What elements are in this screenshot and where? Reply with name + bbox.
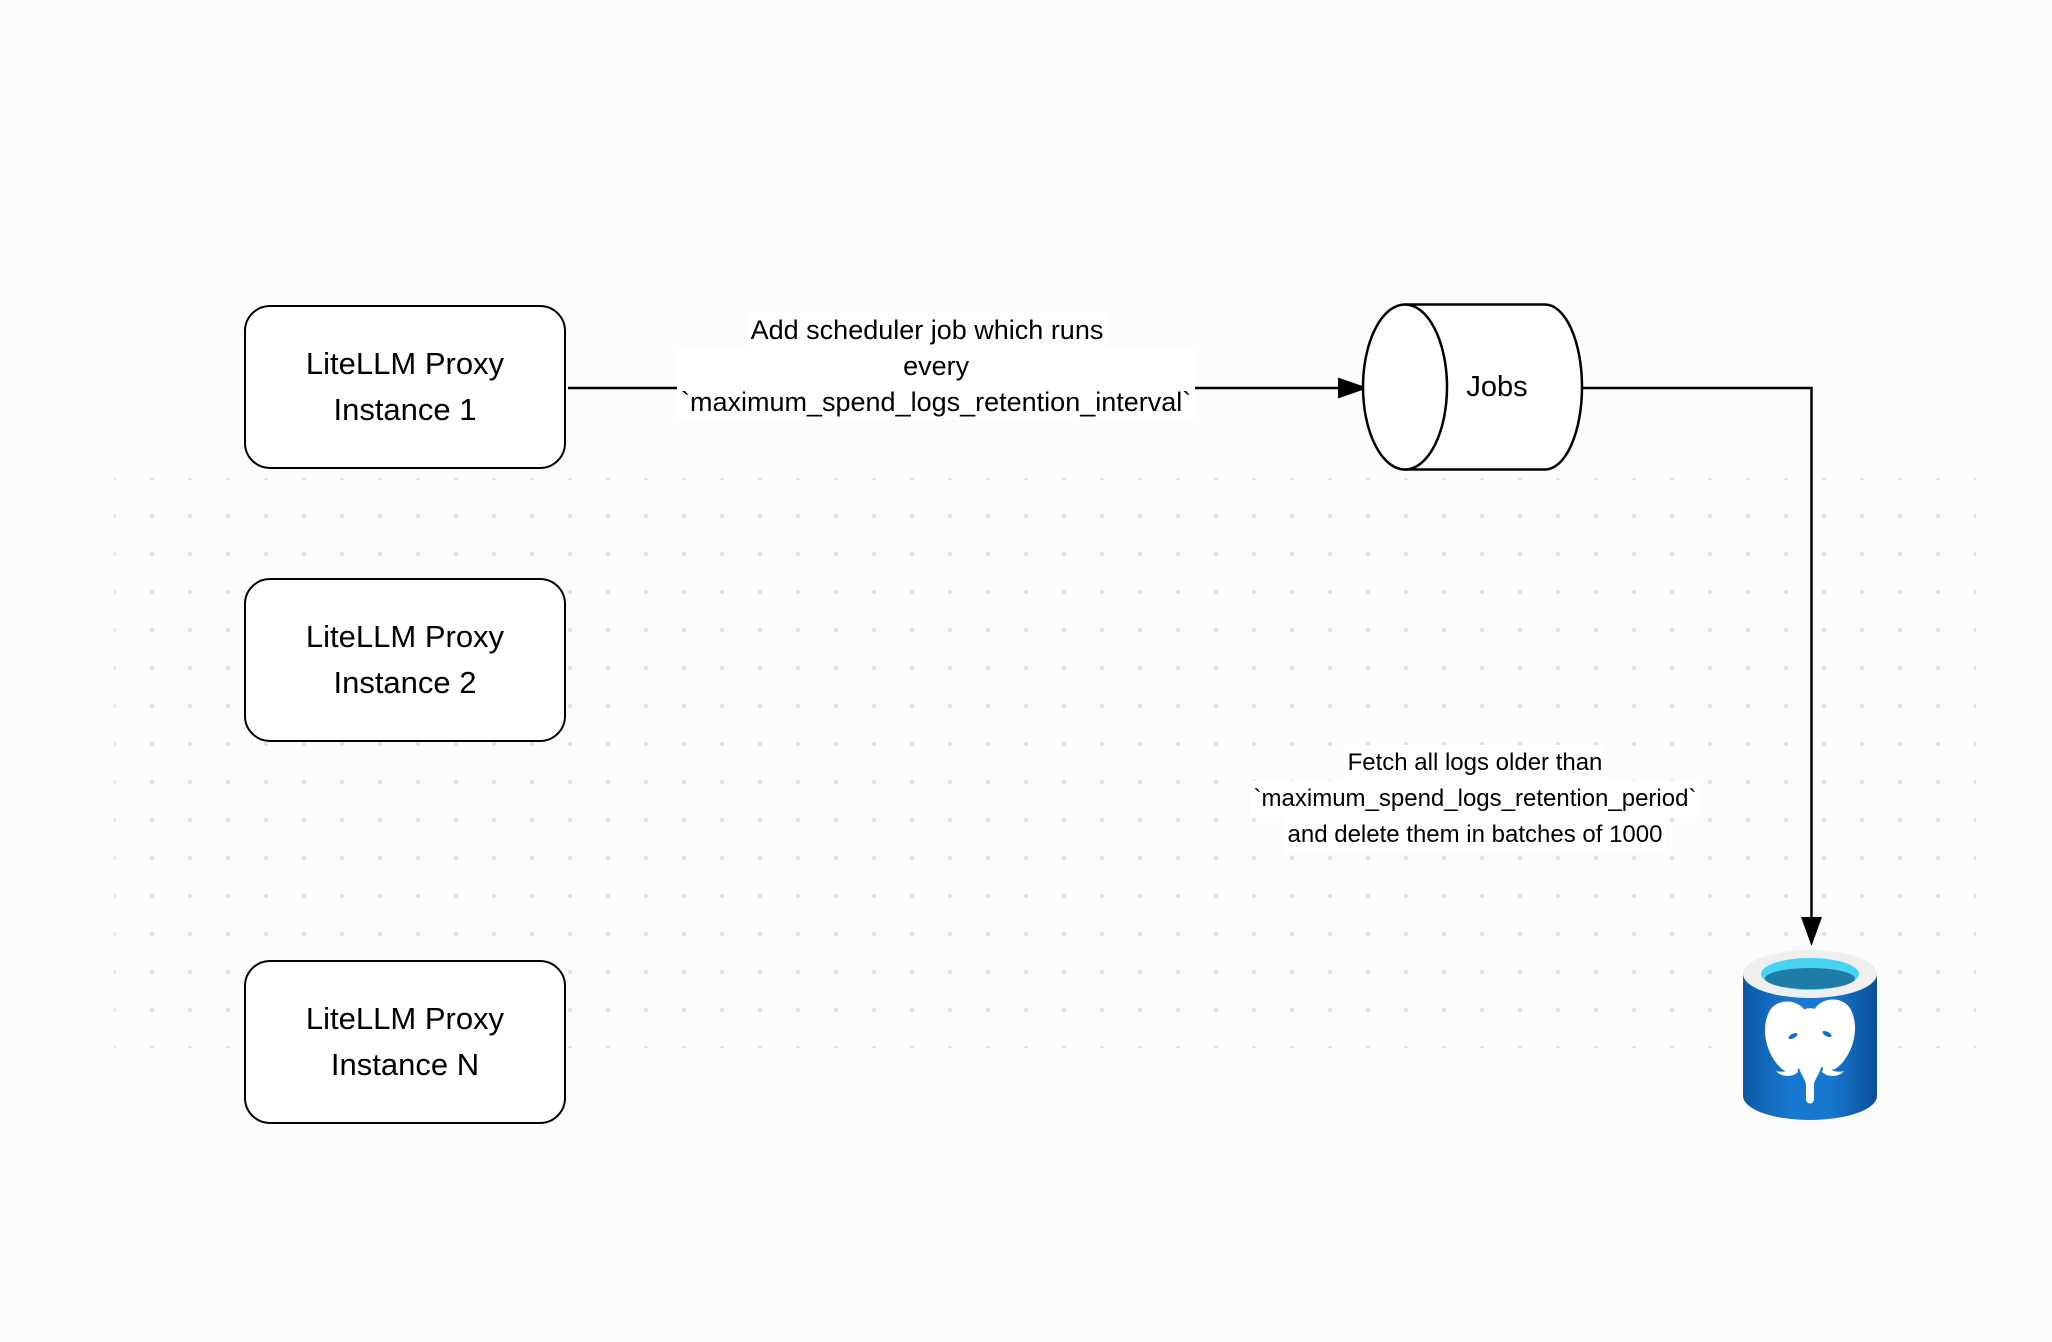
- postgres-elephant: [1765, 999, 1855, 1104]
- postgres-water-deep: [1765, 968, 1855, 989]
- node-litellm-proxy-instance-1: LiteLLM Proxy Instance 1: [244, 305, 566, 469]
- node-label-proxy-instance-2: LiteLLM Proxy Instance 2: [305, 619, 505, 700]
- node-litellm-proxy-instance-n: LiteLLM Proxy Instance N: [244, 960, 566, 1124]
- node-jobs-queue: [1361, 303, 1584, 471]
- jobs-cylinder-cap: [1361, 303, 1449, 471]
- jobs-cylinder-body: [1403, 303, 1584, 471]
- node-litellm-proxy-instance-2: LiteLLM Proxy Instance 2: [244, 578, 566, 742]
- node-label-proxy-instance-n: LiteLLM Proxy Instance N: [305, 1001, 505, 1082]
- node-label-jobs: Jobs: [1466, 370, 1528, 403]
- node-label-proxy-instance-1: LiteLLM Proxy Instance 1: [305, 346, 505, 427]
- postgresql-database-icon: [1743, 950, 1877, 1120]
- edge-label-cleanup: Fetch all logs older than`maximum_spend_…: [1225, 745, 1725, 853]
- postgres-elephant-eyes: [1788, 1030, 1832, 1040]
